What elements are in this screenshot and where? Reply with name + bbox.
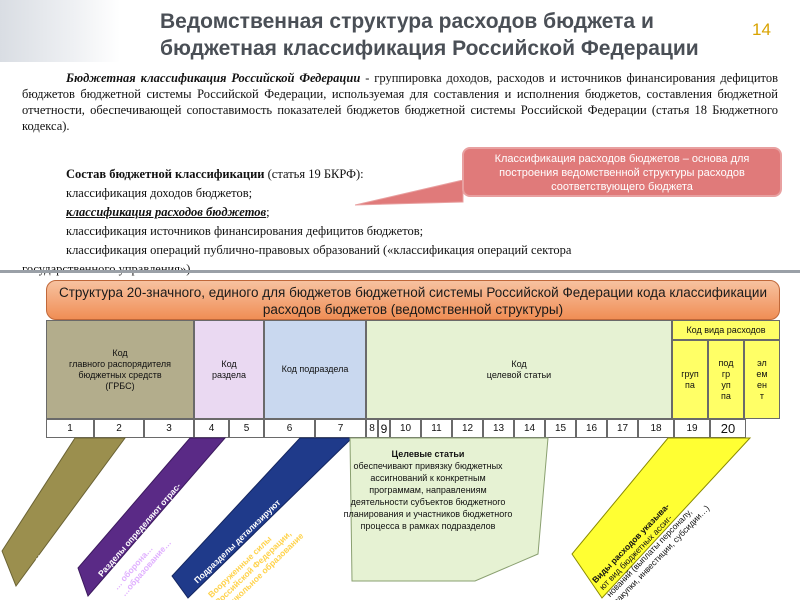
digit-cell: 17 [607, 419, 638, 438]
list-item-text: классификация операций публично-правовых… [66, 243, 572, 257]
slide-number: 14 [752, 20, 771, 39]
section-arrow [77, 437, 227, 597]
explanation-arrows [1, 437, 752, 599]
callout-pointer [355, 180, 464, 206]
digit-cell: 5 [229, 419, 264, 438]
list-item-text: классификация источников финансирования … [66, 224, 424, 238]
subgroup-cell: под гр уп па [708, 340, 744, 419]
group-cell: груп па [672, 340, 708, 419]
target-arrow-label: Целевые статьи обеспечивают привязку бюд… [343, 448, 513, 532]
digit-cell: 20 [710, 419, 746, 438]
list-item-text: классификация расходов бюджетов [66, 205, 267, 219]
expense-type-cell: Код вида расходов [672, 320, 780, 340]
list-item-text: классификация доходов бюджетов; [66, 186, 253, 200]
title-accent [0, 0, 120, 62]
list-item-suffix: ; [266, 205, 270, 219]
divider [0, 270, 800, 273]
list-item: классификация источников финансирования … [22, 222, 782, 241]
digit-cell: 6 [264, 419, 315, 438]
bullet-icon [22, 203, 66, 222]
digit-cell: 3 [144, 419, 194, 438]
target-arrow [349, 437, 549, 582]
bullet-icon [22, 184, 66, 203]
list-item: классификация расходов бюджетов; [22, 203, 782, 222]
element-cell: эл ем ен т [744, 340, 780, 419]
title-bar: Ведомственная структура расходов бюджета… [0, 0, 800, 62]
digit-cell: 1 [46, 419, 94, 438]
code-structure-table: Код главного распорядителя бюджетных сре… [46, 320, 780, 438]
list-item: классификация доходов бюджетов; [22, 184, 782, 203]
bullet-icon [22, 222, 66, 241]
callout-box: Классификация расходов бюджетов – основа… [462, 147, 782, 197]
grbs-code-cell: Код главного распорядителя бюджетных сре… [46, 320, 194, 419]
target-code-cell: Код целевой статьи [366, 320, 672, 419]
target-label-text: обеспечивают привязку бюджетных ассигнов… [343, 461, 513, 531]
digit-cell: 15 [545, 419, 576, 438]
composition-heading-text: Состав бюджетной классификации [66, 167, 265, 181]
target-label-title: Целевые статьи [391, 449, 465, 459]
intro-paragraph: Бюджетная классификация Российской Федер… [22, 70, 778, 134]
bullet-icon [22, 241, 66, 260]
structure-banner: Структура 20-значного, единого для бюдже… [46, 280, 780, 320]
subsection-code-cell: Код подраздела [264, 320, 366, 419]
digit-cell: 16 [576, 419, 607, 438]
digit-cell: 18 [638, 419, 674, 438]
list-item: классификация операций публично-правовых… [22, 241, 782, 260]
section-code-cell: Код раздела [194, 320, 264, 419]
digit-cell: 14 [514, 419, 545, 438]
composition-heading: Состав бюджетной классификации (статья 1… [22, 165, 782, 184]
intro-text: - группировка доходов, расходов и источн… [22, 71, 778, 133]
expense-arrow [571, 437, 752, 599]
composition-heading-ref: (статья 19 БКРФ): [264, 167, 364, 181]
slide-title: Ведомственная структура расходов бюджета… [160, 10, 699, 60]
intro-term: Бюджетная классификация Российской Федер… [66, 71, 361, 85]
grbs-arrow [1, 437, 126, 588]
composition-list: Состав бюджетной классификации (статья 1… [22, 165, 782, 279]
digit-cell: 12 [452, 419, 483, 438]
